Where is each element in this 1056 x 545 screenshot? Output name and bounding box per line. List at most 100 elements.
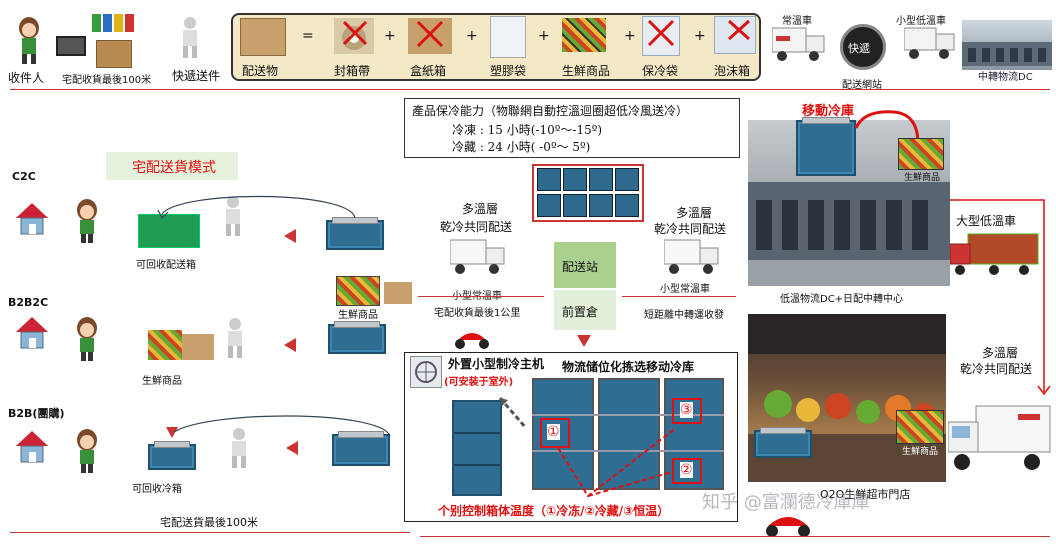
foam-box-icon	[714, 16, 756, 54]
express-badge-label: 快遞	[848, 42, 870, 55]
short-transfer-label: 短距離中轉運收發	[644, 310, 724, 321]
mode-title: 宅配送貨模式	[132, 160, 216, 176]
house-icon-b2b2c	[14, 314, 50, 350]
multi-temp-right-2: 乾冷共同配送	[654, 222, 727, 236]
item-label-plastic-bag: 塑膠袋	[490, 64, 527, 78]
scooter-icon	[452, 322, 492, 350]
small-normal-truck-label-left: 小型常溫車	[452, 291, 502, 302]
paper-box-b2b2c	[182, 334, 214, 360]
multi-temp-right-1: 多溫層	[676, 206, 713, 220]
transfer-dc-photo	[962, 20, 1052, 70]
fresh-goods-thumb	[898, 138, 944, 170]
install-outdoor-label: (可安装于室外)	[444, 377, 514, 388]
customer-figure-b2b2c	[72, 316, 102, 362]
supermarket-photo	[748, 314, 946, 482]
b2b-label: B2B(團購)	[8, 407, 65, 420]
big-cold-truck-icon	[949, 232, 1040, 276]
last1km-label: 宅配收貨最後1公里	[434, 308, 521, 319]
mobile-cold-store-panel	[404, 352, 738, 522]
dashed-zone-arrows	[557, 427, 677, 498]
zone-frame-3	[672, 398, 702, 424]
small-normal-truck-right	[663, 238, 720, 276]
recyclable-box-c2c	[138, 214, 200, 248]
station-box-2	[563, 168, 587, 191]
arrow-c2c	[284, 229, 296, 243]
plus-5: +	[694, 28, 706, 44]
normal-truck-icon	[771, 26, 826, 62]
right-flow-line	[950, 199, 1051, 396]
bottom-right-arrow	[420, 536, 1050, 537]
fresh-goods-icon	[562, 18, 606, 52]
cold-bag-icon	[642, 16, 680, 56]
scooter-bottom-icon	[760, 504, 816, 538]
station-label: 配送站	[562, 260, 599, 274]
small-cold-truck-label: 小型低溫車	[896, 16, 946, 27]
plus-1: +	[384, 28, 396, 44]
fresh-goods-box-b2b2c	[148, 330, 182, 360]
plus-3: +	[538, 28, 550, 44]
front-warehouse-label: 前置倉	[562, 305, 599, 319]
house-icon-b2b	[14, 428, 50, 464]
rack-left	[532, 378, 594, 490]
station-box-8	[615, 194, 639, 217]
arrow-b2b	[286, 441, 298, 455]
courier-figure-b2b	[226, 428, 252, 470]
return-arc-c2c	[157, 195, 356, 220]
recyclable-cold-box	[148, 441, 196, 470]
zone-frame-2	[672, 458, 702, 484]
zone-frame-1	[540, 418, 570, 448]
mode-title-bg	[106, 152, 238, 180]
b2b2c-label: B2B2C	[8, 296, 49, 309]
station-boxes-frame	[532, 164, 644, 222]
courier-figure	[176, 16, 204, 60]
equals-sign: =	[302, 28, 314, 44]
small-normal-truck-left	[449, 238, 506, 276]
receiver-label: 收件人	[8, 71, 45, 85]
item-label-tape: 封箱帶	[334, 64, 371, 78]
delivery-truck-right	[947, 404, 1052, 474]
o2o-store-label: O2O生鮮超市門店	[820, 488, 911, 501]
mobile-cold-link	[854, 110, 920, 145]
big-cold-truck-label: 大型低溫車	[956, 214, 1017, 228]
zone-marker-2: ②	[680, 462, 693, 478]
short-transfer-arrow	[622, 296, 736, 297]
dc-caption: 低溫物流DC+日配中轉中心	[780, 294, 904, 305]
cold-unit-stack	[452, 400, 502, 496]
recyclable-box-label: 可回收配送箱	[136, 260, 196, 271]
store-cold-box	[754, 427, 812, 458]
rack-shelf-1	[532, 414, 724, 416]
last1km-arrow	[418, 296, 544, 297]
front-warehouse-block	[554, 290, 616, 330]
recyclable-cold-box-label: 可回收冷箱	[132, 484, 182, 495]
mobile-cold-store-label: 物流储位化拣选移动冷库	[562, 360, 695, 374]
arrow-b2b2c	[284, 338, 296, 352]
fresh-goods-label-1: 生鮮商品	[142, 376, 182, 387]
express-badge	[840, 24, 886, 70]
rack-middle	[598, 378, 660, 490]
zone-marker-1: ①	[547, 424, 560, 440]
plus-2: +	[466, 28, 478, 44]
watermark: 知乎 @富瀾德冷庫庫	[702, 492, 870, 513]
station-box-5	[537, 194, 561, 217]
mobile-cold-label: 移動冷庫	[802, 104, 855, 119]
fresh-goods-box-upper	[336, 276, 380, 306]
receiver-figure	[12, 14, 46, 66]
item-label-fresh-goods: 生鮮商品	[562, 64, 611, 78]
cold-box-b2b2c	[328, 321, 386, 354]
capacity-title: 產品保冷能力（物聯網自動控溫迴圈超低冷風送冷）	[412, 104, 689, 118]
capacity-box	[404, 98, 740, 158]
zone-marker-3: ③	[680, 402, 693, 418]
store-fresh-goods-thumb	[896, 410, 944, 444]
item-label-paper-box: 盒紙箱	[410, 64, 447, 78]
fresh-goods-thumb-label: 生鮮商品	[904, 173, 941, 183]
return-arc-b2b	[173, 415, 391, 437]
courier-figure-c2c	[220, 196, 246, 238]
dashed-arrow-unit	[498, 397, 528, 429]
cardboard-box-icon	[240, 18, 286, 56]
courier-label: 快遞送件	[172, 69, 221, 83]
house-icon-c2c	[14, 200, 50, 236]
store-fresh-goods-label: 生鮮商品	[902, 447, 939, 457]
item-label-foam-box: 泡沫箱	[714, 64, 751, 78]
multi-temp-left-1: 多溫層	[462, 202, 499, 216]
cold-box-b2b	[332, 431, 390, 466]
